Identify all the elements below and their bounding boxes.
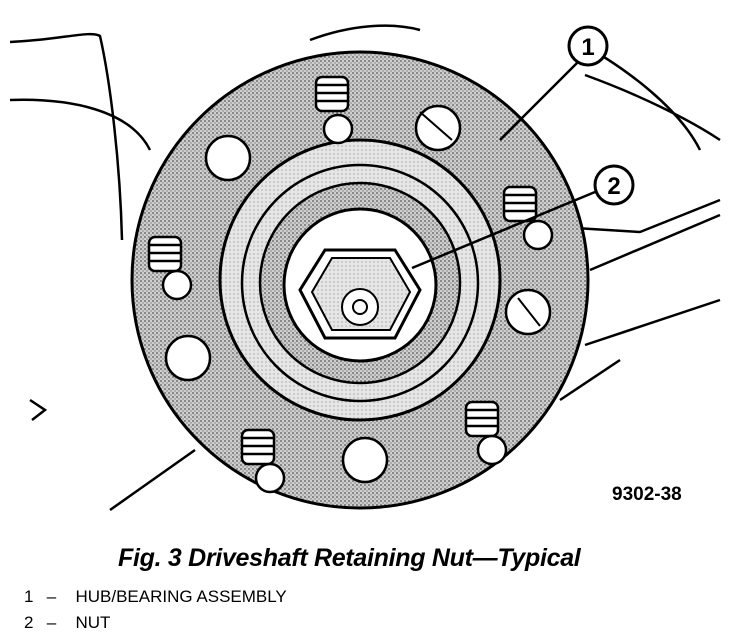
stud [314,75,354,145]
legend-dash: – [46,613,57,632]
lug-studs [147,75,554,494]
callout-2: 2 [411,164,635,270]
legend-item: 2 – NUT [24,610,287,636]
hub-nut-illustration: 1 2 [9,24,721,512]
legend-number: 1 [24,587,34,606]
legend-text: HUB/BEARING ASSEMBLY [75,587,287,606]
legend-number: 2 [24,613,34,632]
hole [341,436,389,484]
legend-text: NUT [75,613,111,632]
callout-1-label: 1 [581,34,594,61]
stud [464,400,508,466]
legend: 1 – HUB/BEARING ASSEMBLY 2 – NUT [24,584,287,636]
callout-1: 1 [499,25,609,141]
figure-caption: Fig. 3 Driveshaft Retaining Nut—Typical [118,544,581,572]
legend-dash: – [46,587,57,606]
legend-item: 1 – HUB/BEARING ASSEMBLY [24,584,287,610]
hole [164,334,212,382]
retaining-nut [298,248,422,340]
callout-2-label: 2 [607,173,620,200]
stud [502,185,554,251]
stud [240,428,286,494]
hole [204,134,252,182]
figure-id: 9302-38 [612,484,682,505]
stud [147,235,193,301]
